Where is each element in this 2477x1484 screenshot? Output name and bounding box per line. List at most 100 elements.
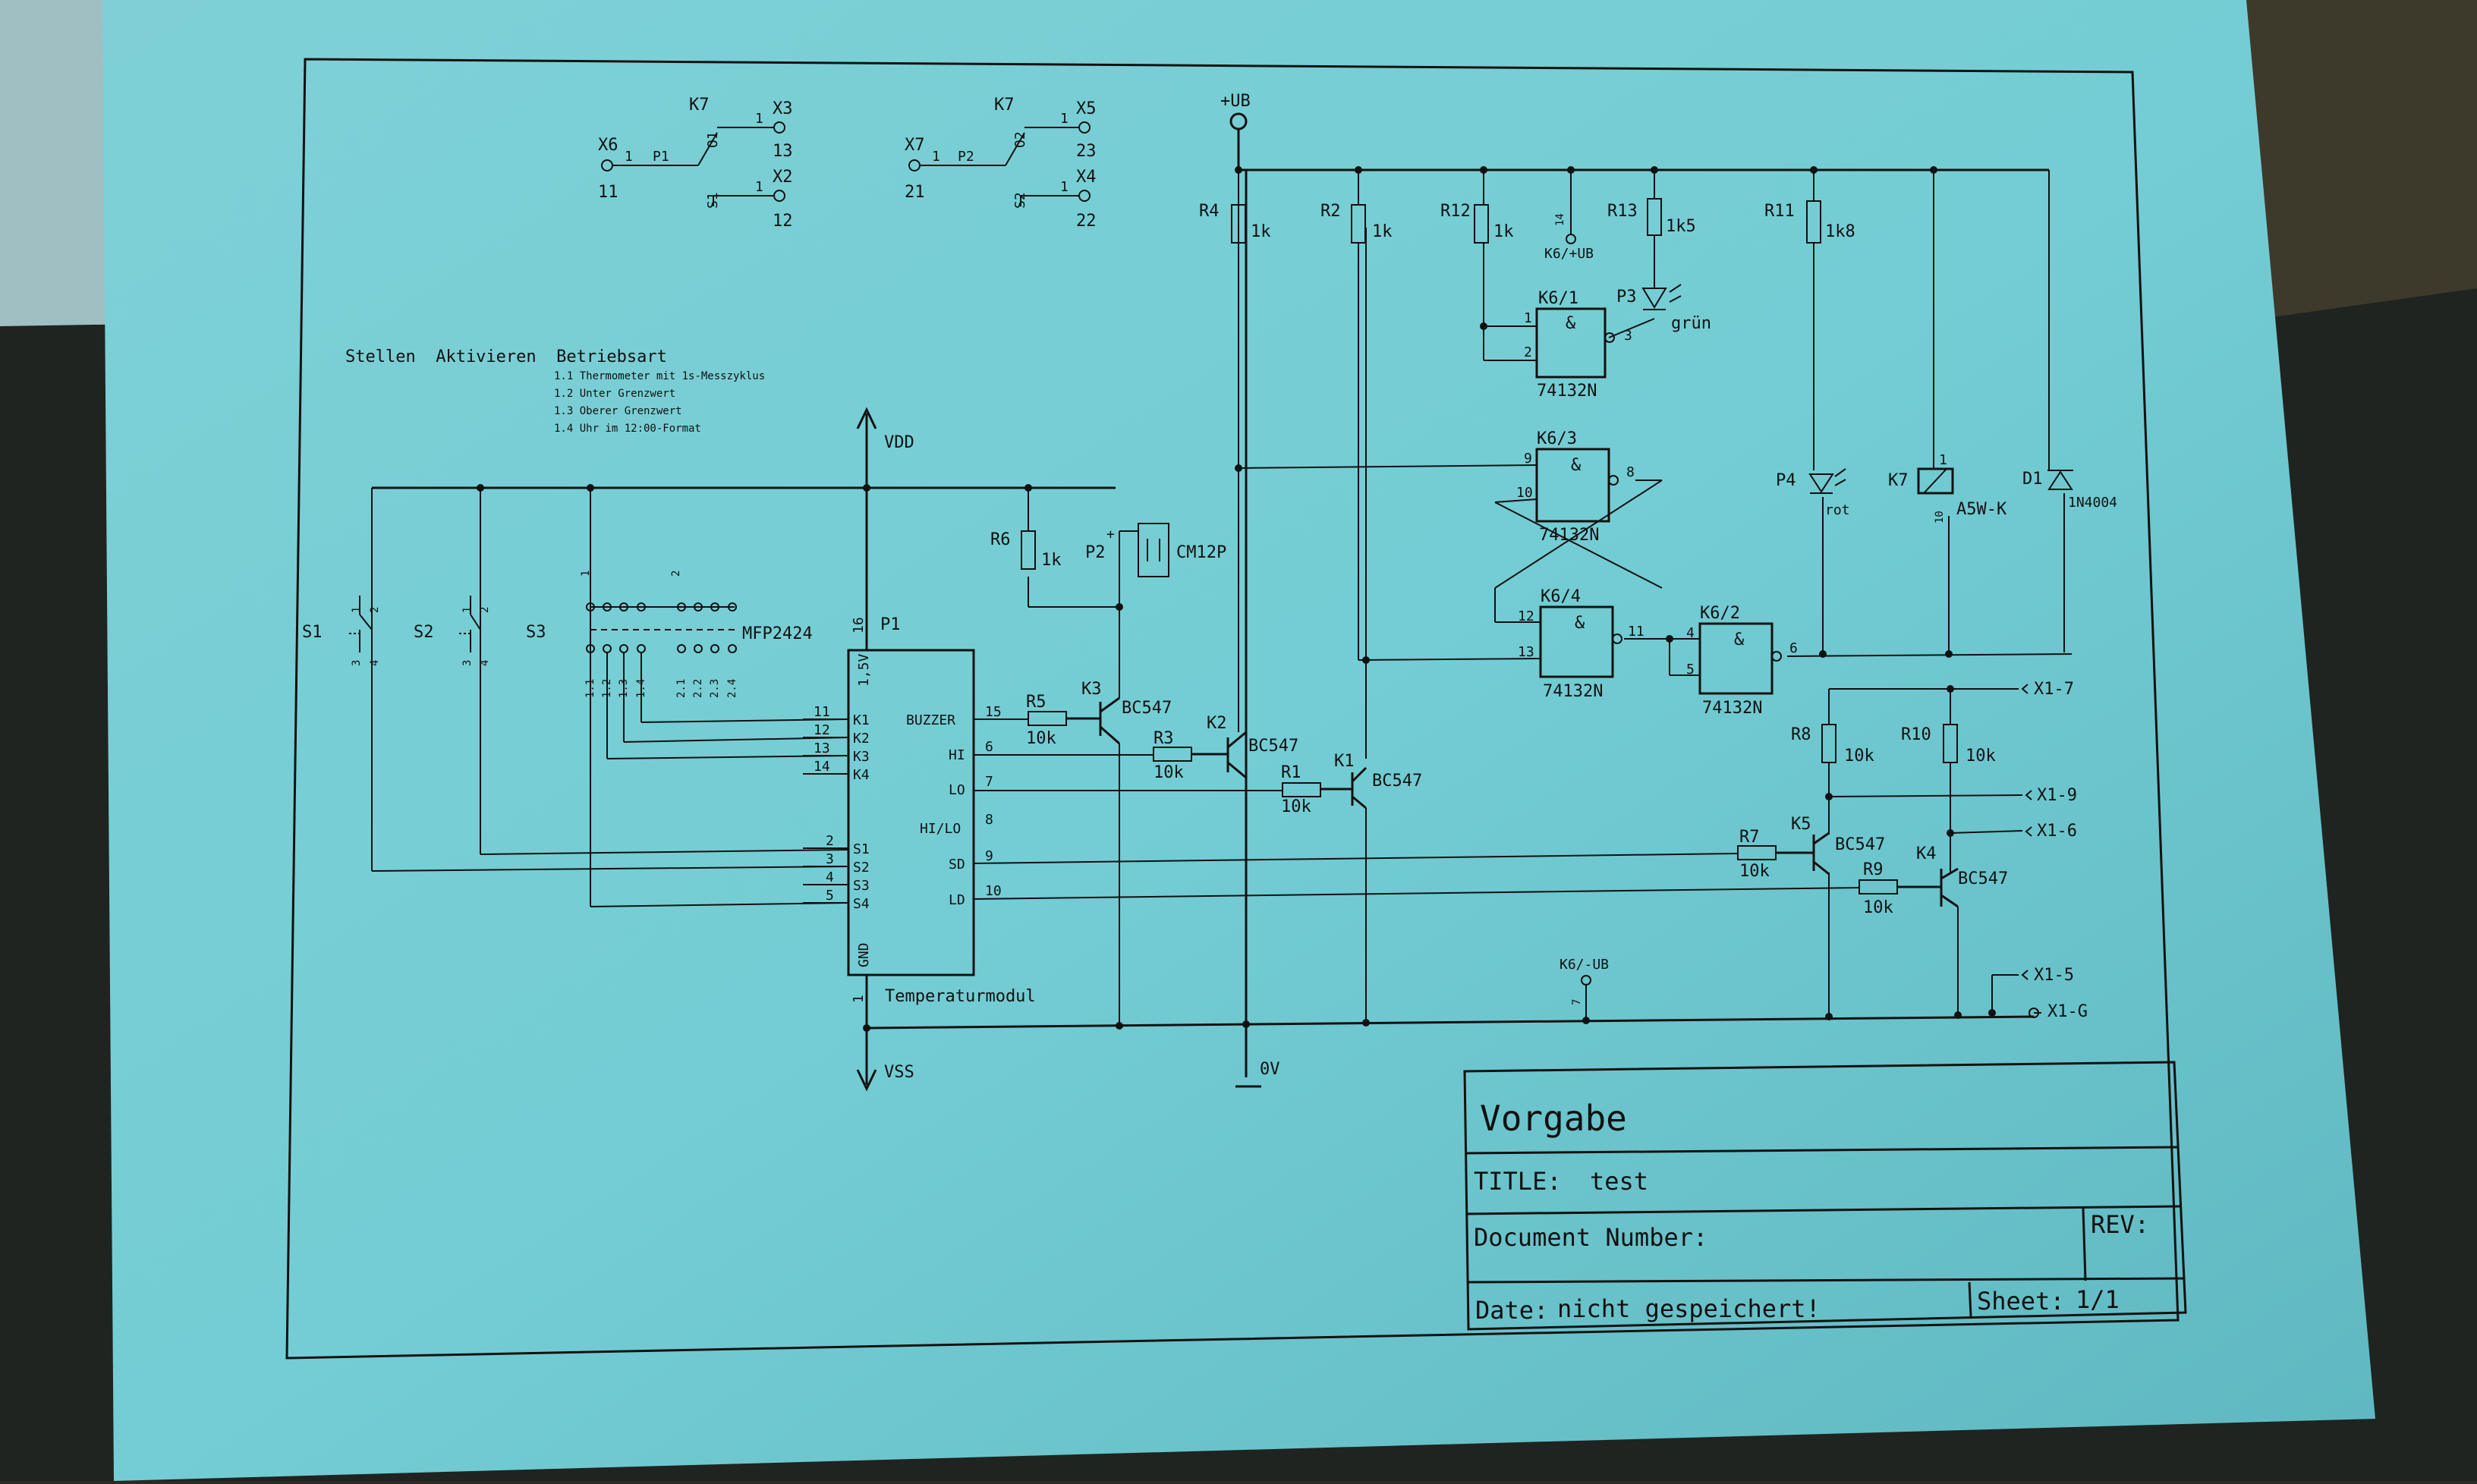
r2-val: 1k bbox=[1372, 222, 1393, 241]
gate-k6-2-sym: & bbox=[1734, 630, 1745, 649]
k6-plus-ub-pin bbox=[1566, 234, 1576, 244]
r12-val: 1k bbox=[1493, 222, 1514, 241]
dip-pin: 1.3 bbox=[618, 679, 630, 698]
switch-s2-ref: S2 bbox=[414, 623, 434, 642]
gate-wiring bbox=[1238, 170, 2073, 676]
gate-k6-4 bbox=[1539, 605, 1614, 678]
relay-contact-right-nc-num: 22 bbox=[1076, 212, 1097, 231]
title-block-heading: Vorgabe bbox=[1480, 1098, 1627, 1139]
module-left-pins: 11 K1 12 K2 13 K3 14 K4 2 S1 3 S2 4 S3 5… bbox=[814, 704, 870, 912]
led-p3-ref: P3 bbox=[1616, 288, 1637, 307]
led-p4-color: rot bbox=[1825, 502, 1850, 518]
pullup-wires bbox=[1238, 170, 1541, 732]
pin-num: 13 bbox=[814, 740, 830, 756]
gate-k6-3-in-b: 10 bbox=[1516, 485, 1533, 501]
gate-k6-4-sym: & bbox=[1575, 614, 1585, 633]
legend-heading: Stellen Aktivieren Betriebsart bbox=[345, 347, 667, 366]
lower-right-wires bbox=[1828, 688, 2041, 1015]
gate-k6-2-part: 74132N bbox=[1702, 699, 1762, 718]
relay-contact-right-o: O2 bbox=[1012, 131, 1028, 148]
title-block-doc-label: Document Number: bbox=[1474, 1223, 1707, 1252]
resistor-r6 bbox=[1021, 530, 1036, 570]
k3-ref: K3 bbox=[1081, 680, 1102, 699]
gate-k6-3-bubble bbox=[1608, 475, 1619, 486]
relay-contact-left-nc-num: 12 bbox=[773, 212, 793, 231]
title-block-date-label: Date: bbox=[1475, 1296, 1548, 1325]
switch-s3-part: MFP2424 bbox=[742, 624, 813, 643]
r9-val: 10k bbox=[1863, 898, 1893, 917]
relay-contact-right-p: P2 bbox=[958, 149, 974, 165]
r2-ref: R2 bbox=[1320, 202, 1341, 221]
switch-s2-pin4: 4 bbox=[479, 660, 491, 666]
module-top-pin: 16 bbox=[851, 617, 867, 634]
r7-ref: R7 bbox=[1739, 828, 1760, 847]
gate-k6-4-part: 74132N bbox=[1543, 682, 1603, 701]
r13-val: 1k5 bbox=[1666, 217, 1696, 236]
resistor-r10 bbox=[1943, 724, 1958, 763]
pin-name: BUZZER bbox=[906, 712, 955, 728]
connector-x1-7: X1-7 bbox=[2034, 680, 2074, 699]
vss-label: VSS bbox=[884, 1063, 914, 1082]
gate-k6-1-out: 3 bbox=[1624, 328, 1632, 344]
title-block-sheet-label: Sheet: bbox=[1977, 1287, 2065, 1316]
gate-k6-4-bubble bbox=[1612, 634, 1622, 644]
connector-x1-g: X1-G bbox=[2047, 1002, 2088, 1021]
r10-ref: R10 bbox=[1901, 725, 1931, 744]
switch-s1-pin3: 3 bbox=[351, 660, 363, 666]
dip-pin: 2.3 bbox=[709, 679, 721, 698]
relay-contact-left-one-c: 1 bbox=[755, 179, 763, 195]
relay-k7-part: A5W-K bbox=[1956, 500, 2007, 519]
gate-k6-3-in-a: 9 bbox=[1524, 451, 1532, 467]
pin-num: 10 bbox=[985, 883, 1002, 899]
led-p4 bbox=[1808, 468, 1846, 494]
gate-k6-2-bubble bbox=[1771, 651, 1782, 662]
zero-volt-label: 0V bbox=[1260, 1060, 1280, 1079]
title-block-rev-label: REV: bbox=[2091, 1210, 2149, 1239]
pin-num: 5 bbox=[826, 888, 834, 904]
r6-val: 1k bbox=[1041, 551, 1062, 570]
pin-name: LO bbox=[949, 782, 965, 798]
drawing-frame bbox=[285, 58, 2180, 1360]
relay-contact-right-no-pin: X5 bbox=[1076, 99, 1097, 118]
pin-name: HI bbox=[949, 747, 965, 763]
relay-contact-right bbox=[908, 121, 1091, 206]
pin-num: 9 bbox=[985, 848, 993, 864]
relay-contact-left-nc-pin: X2 bbox=[773, 168, 793, 187]
title-block-date-value: nicht gespeichert! bbox=[1557, 1294, 1821, 1323]
k6-plus-ub-label: K6/+UB bbox=[1544, 246, 1594, 262]
diode-d1-part: 1N4004 bbox=[2068, 495, 2117, 511]
relay-contact-left-in-pin: X6 bbox=[598, 136, 618, 155]
pin-name: S2 bbox=[853, 860, 870, 876]
relay-contact-left-p: P1 bbox=[653, 149, 669, 165]
title-block bbox=[1463, 1061, 2187, 1331]
gate-k6-1-sym: & bbox=[1566, 314, 1576, 333]
dip-pin: 1.2 bbox=[601, 679, 613, 698]
module-name: Temperaturmodul bbox=[885, 987, 1036, 1006]
gate-k6-1 bbox=[1535, 307, 1607, 379]
pin-name: S1 bbox=[853, 841, 870, 857]
r3-val: 10k bbox=[1154, 763, 1184, 782]
r4-val: 1k bbox=[1251, 222, 1271, 241]
legend-row-2: 1.2 Unter Grenzwert bbox=[554, 388, 675, 400]
pin-name: LD bbox=[949, 892, 965, 908]
pin-num: 3 bbox=[826, 851, 834, 867]
gate-k6-3-part: 74132N bbox=[1539, 526, 1599, 545]
connector-x1-6: X1-6 bbox=[2037, 822, 2077, 841]
gate-k6-4-ref: K6/4 bbox=[1541, 587, 1581, 606]
diode-d1-ref: D1 bbox=[2022, 470, 2043, 489]
relay-k7-coil-slash bbox=[1923, 468, 1947, 494]
dip-pin: 1.4 bbox=[635, 679, 647, 698]
diode-d1 bbox=[2047, 470, 2073, 490]
relay-contact-left-o: O1 bbox=[705, 131, 721, 148]
relay-contact-right-s: S2 bbox=[1012, 192, 1028, 209]
dip-pin: 1.1 bbox=[584, 679, 596, 698]
gate-k6-2-out: 6 bbox=[1789, 640, 1798, 656]
dip-pin: 2.1 bbox=[675, 679, 688, 698]
r1-val: 10k bbox=[1281, 797, 1311, 816]
gate-k6-1-in-a: 1 bbox=[1524, 310, 1532, 326]
relay-contact-right-one-a: 1 bbox=[932, 149, 940, 165]
pin-num: 2 bbox=[826, 833, 834, 849]
resistor-r12 bbox=[1474, 204, 1489, 244]
transistor-k1 bbox=[1320, 766, 1368, 810]
